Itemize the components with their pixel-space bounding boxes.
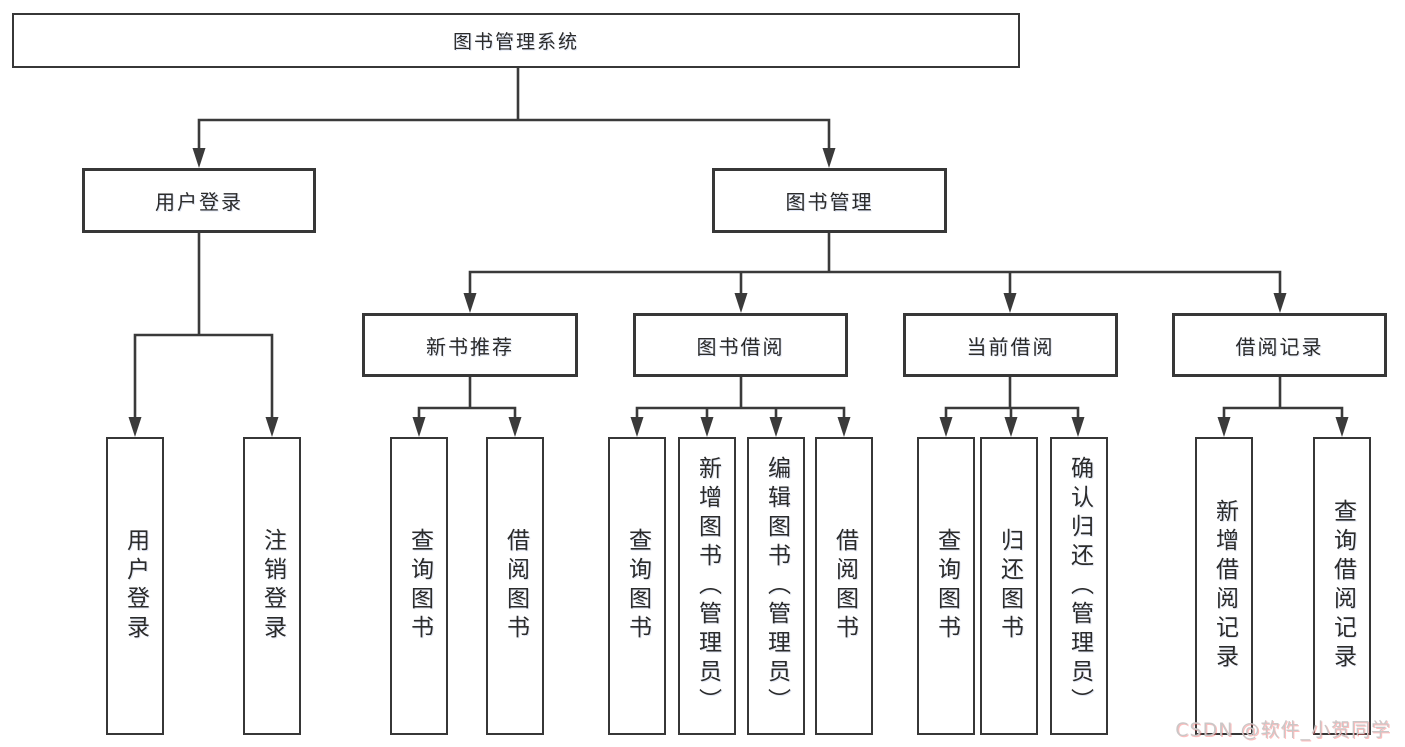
- leaf-query-books-borrowing: 查询图书: [608, 437, 666, 735]
- leaf-add-borrow-record: 新增借阅记录: [1195, 437, 1253, 735]
- leaf-borrow-books-label: 借阅图书: [831, 528, 858, 644]
- leaf-query-books-recommend: 查询图书: [390, 437, 448, 735]
- node-user-login: 用户登录: [82, 168, 316, 233]
- leaf-borrow-books-recommend-label: 借阅图书: [502, 528, 529, 644]
- csdn-watermark: CSDN @软件_小贺同学: [1175, 719, 1391, 741]
- leaf-query-books-current-label: 查询图书: [933, 528, 960, 644]
- leaf-return-books: 归还图书: [980, 437, 1038, 735]
- leaf-query-books-borrowing-label: 查询图书: [624, 528, 651, 644]
- node-current-borrowing: 当前借阅: [903, 313, 1118, 377]
- leaf-borrow-books-recommend: 借阅图书: [486, 437, 544, 735]
- leaf-add-books-admin: 新增图书（管理员）: [678, 437, 736, 735]
- leaf-edit-books-admin: 编辑图书（管理员）: [747, 437, 805, 735]
- leaf-logout-label: 注销登录: [259, 528, 286, 644]
- leaf-user-login-label: 用户登录: [122, 528, 149, 644]
- leaf-return-books-label: 归还图书: [996, 528, 1023, 644]
- node-book-management: 图书管理: [712, 168, 947, 233]
- node-book-borrowing: 图书借阅: [633, 313, 848, 377]
- leaf-add-borrow-record-label: 新增借阅记录: [1211, 499, 1238, 673]
- leaf-edit-books-admin-label: 编辑图书（管理员）: [763, 455, 790, 717]
- leaf-query-books-current: 查询图书: [917, 437, 975, 735]
- leaf-borrow-books: 借阅图书: [815, 437, 873, 735]
- leaf-user-login: 用户登录: [106, 437, 164, 735]
- leaf-add-books-admin-label: 新增图书（管理员）: [694, 455, 721, 717]
- leaf-logout: 注销登录: [243, 437, 301, 735]
- node-new-book-recommendation: 新书推荐: [362, 313, 578, 377]
- node-library-management-system: 图书管理系统: [12, 13, 1020, 68]
- leaf-query-borrow-record-label: 查询借阅记录: [1329, 499, 1356, 673]
- leaf-confirm-return-admin: 确认归还（管理员）: [1050, 437, 1108, 735]
- leaf-query-books-recommend-label: 查询图书: [406, 528, 433, 644]
- leaf-confirm-return-admin-label: 确认归还（管理员）: [1066, 455, 1093, 717]
- node-borrowing-records: 借阅记录: [1172, 313, 1387, 377]
- leaf-query-borrow-record: 查询借阅记录: [1313, 437, 1371, 735]
